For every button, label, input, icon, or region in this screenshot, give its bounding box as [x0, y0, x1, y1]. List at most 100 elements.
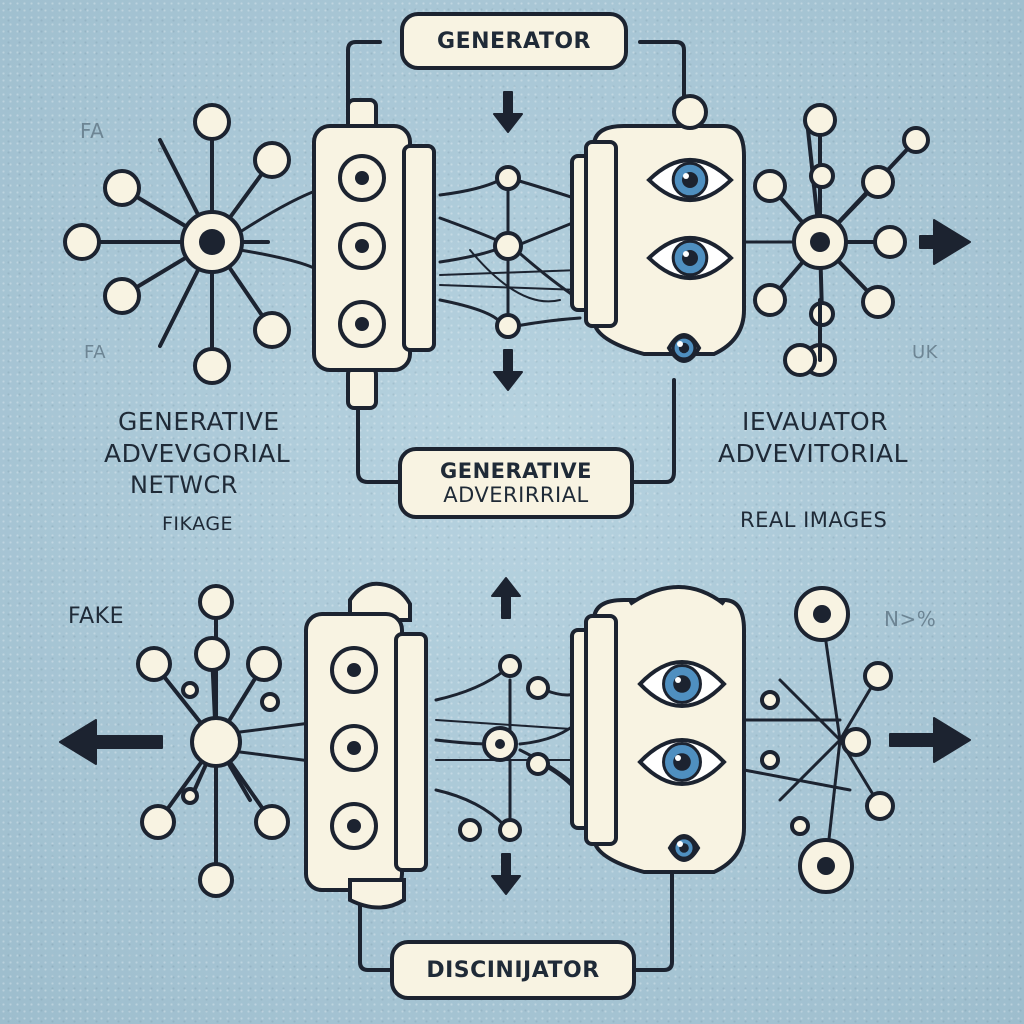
n-pct-label: N>% [884, 607, 937, 631]
neuron-node-icon [863, 661, 893, 691]
neuron-node-icon [458, 818, 482, 842]
eye-icon [666, 333, 702, 363]
connector-line [238, 188, 320, 234]
neuron-node-icon [495, 313, 521, 339]
middle-label-box: GENERATIVE ADVERIRRIAL [398, 447, 634, 519]
neuron-node-icon [193, 347, 231, 385]
discriminator-label-box: DISCINIJATOR [390, 940, 636, 1000]
frame-line [356, 403, 400, 484]
eye-icon [667, 834, 701, 862]
neuron-node-icon [841, 727, 871, 757]
neuron-node-icon [861, 285, 895, 319]
eye-icon [646, 236, 734, 280]
eye-icon [646, 158, 734, 202]
down-arrow-icon [493, 91, 523, 133]
connector-line [742, 768, 852, 792]
fa-top-label: FA [80, 119, 105, 143]
neuron-node-icon [790, 816, 810, 836]
middle-label-line1: GENERATIVE [439, 459, 593, 483]
neuron-node-icon [493, 231, 523, 261]
connector-line [514, 316, 582, 328]
neuron-node-icon [753, 283, 787, 317]
discriminator-module [570, 598, 746, 874]
connector-line [434, 788, 507, 828]
left-line3: NETWCR [130, 471, 238, 499]
discriminator-module [570, 124, 746, 356]
real-images-label: REAL IMAGES [740, 508, 888, 532]
neuron-node-icon [498, 654, 522, 678]
neuron-node-icon [861, 165, 895, 199]
discriminator-label: DISCINIJATOR [426, 957, 600, 983]
spoke-line [778, 738, 842, 802]
neuron-node-icon [809, 163, 835, 189]
connector-line [238, 248, 320, 272]
neuron-node-icon [198, 584, 234, 620]
connector-stub [346, 366, 378, 410]
neuron-node-icon [140, 804, 176, 840]
neuron-node-icon [181, 681, 199, 699]
generator-module [304, 612, 428, 892]
neuron-node-icon [198, 862, 234, 898]
connector-line [469, 249, 561, 303]
module-cap [628, 585, 726, 606]
right-line2: ADVEVITORIAL [718, 439, 909, 468]
neuron-node-icon [753, 169, 787, 203]
neuron-node-icon [873, 225, 907, 259]
down-arrow-icon [493, 349, 523, 391]
frame-line [346, 40, 382, 112]
neuron-node-icon [498, 818, 522, 842]
generator-label: GENERATOR [437, 28, 591, 54]
neuron-node-icon [672, 94, 708, 130]
left-arrow-icon [59, 719, 163, 765]
uk-label: UK [912, 342, 938, 363]
frame-line [358, 898, 392, 972]
neuron-node-icon [526, 676, 550, 700]
neuron-node-icon [63, 223, 101, 261]
neuron-node-icon [103, 277, 141, 315]
middle-label-line2: ADVERIRRIAL [443, 483, 589, 507]
neuron-node-icon [803, 103, 837, 137]
neuron-node-icon [760, 690, 780, 710]
neuron-node-icon [193, 103, 231, 141]
left-line1: GENERATIVE [118, 407, 280, 436]
left-line4: FIKAGE [162, 513, 234, 535]
neuron-node-icon [783, 343, 817, 377]
right-line1: IEVAUATOR [742, 407, 889, 436]
neuron-node-icon [246, 646, 282, 682]
neuron-node-icon [194, 636, 230, 672]
neuron-node-icon [865, 791, 895, 821]
up-arrow-icon [491, 577, 521, 619]
connector-line [434, 668, 507, 702]
down-arrow-icon [491, 853, 521, 895]
eye-icon [637, 738, 727, 786]
neuron-node-icon [526, 752, 550, 776]
neuron-node-icon [902, 126, 930, 154]
neuron-node-icon [495, 165, 521, 191]
spoke-line [778, 678, 842, 742]
module-cap [348, 878, 406, 910]
frame-line [634, 868, 674, 972]
neuron-node-icon [253, 311, 291, 349]
generator-module [312, 124, 436, 372]
hub-core-icon [199, 229, 225, 255]
connector-line [438, 298, 502, 324]
connector-line [434, 738, 492, 746]
connector-line [439, 269, 581, 276]
eye-icon [637, 660, 727, 708]
left-line2: ADVEVGORIAL [104, 439, 291, 468]
neuron-node-icon [253, 141, 291, 179]
generator-label-box: GENERATOR [400, 12, 628, 70]
neuron-node-icon [103, 169, 141, 207]
hub-node-icon [190, 716, 242, 768]
frame-line [638, 40, 686, 107]
frame-line [632, 378, 676, 484]
neuron-node-icon [181, 787, 199, 805]
neuron-node-icon [136, 646, 172, 682]
right-arrow-icon [889, 717, 971, 763]
connector-line [435, 719, 587, 731]
fa-mid-label: FA [84, 342, 107, 363]
connector-line [438, 178, 502, 197]
neuron-node-icon [760, 750, 780, 770]
